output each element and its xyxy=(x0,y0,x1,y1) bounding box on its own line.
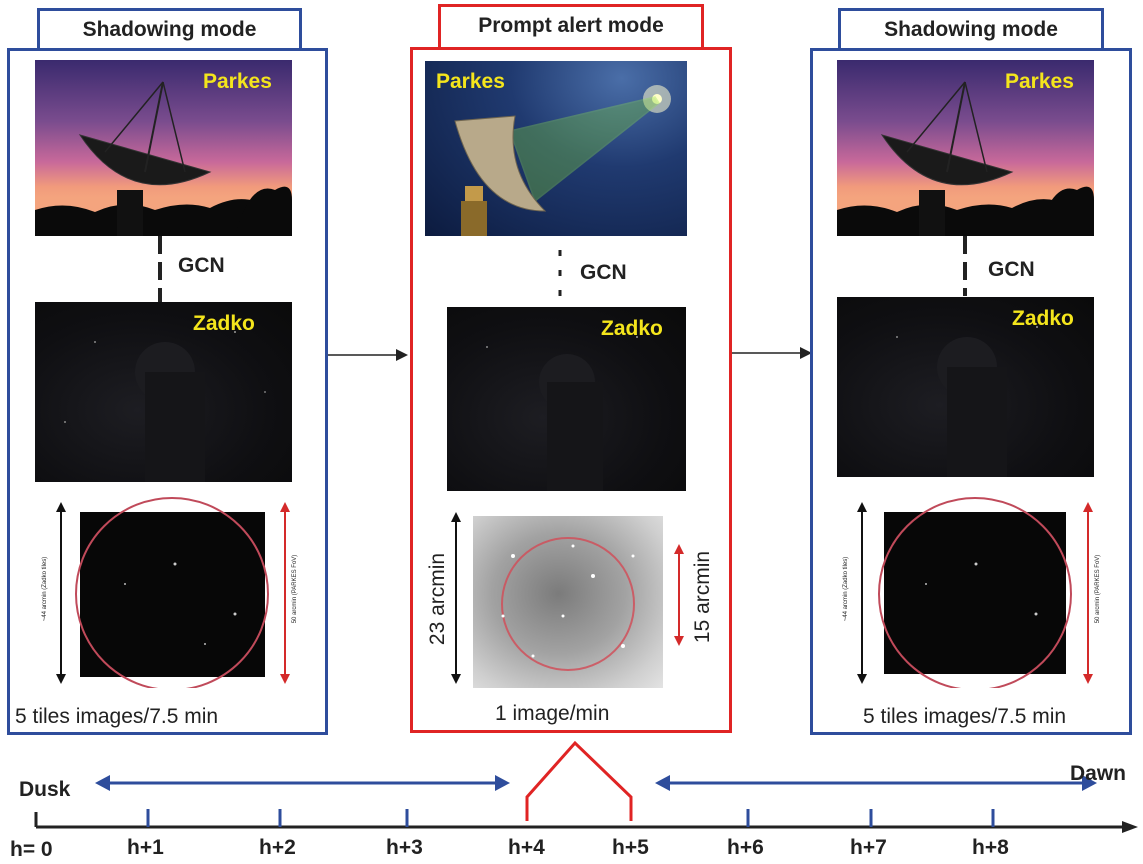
right-mode-tab: Shadowing mode xyxy=(838,8,1104,50)
middle-mode-panel xyxy=(410,47,732,733)
timeline-tick-label: h+8 xyxy=(972,836,1009,859)
timeline-tick-label: h+2 xyxy=(259,836,296,859)
right-star-field xyxy=(884,512,1066,674)
left-mode-tab: Shadowing mode xyxy=(37,8,302,50)
left-fov-left-label: ~44 arcmin (Zadko tiles) xyxy=(42,556,48,622)
middle-fov-image xyxy=(473,516,663,688)
timeline-tick-label: h+7 xyxy=(850,836,887,859)
optical-telescope-icon xyxy=(486,336,638,491)
middle-fov-right-label: 15 arcmin xyxy=(691,550,714,644)
middle-parkes-label: Parkes xyxy=(436,70,505,93)
timeline-tick-label: h+4 xyxy=(508,836,545,859)
timeline-graphic xyxy=(34,740,1138,833)
left-star-field xyxy=(80,512,265,677)
timeline-tick-label: h+6 xyxy=(727,836,764,859)
optical-telescope-icon xyxy=(64,331,266,482)
right-parkes-label: Parkes xyxy=(1005,70,1074,93)
middle-gcn-label: GCN xyxy=(580,261,627,284)
radio-telescope-dish-icon xyxy=(35,81,292,236)
right-fov-right-label: 50 arcmin (PARKES FoV) xyxy=(1095,554,1101,624)
radio-telescope-beam-icon xyxy=(454,85,671,236)
left-parkes-label: Parkes xyxy=(203,70,272,93)
left-zadko-label: Zadko xyxy=(193,312,255,335)
timeline-start-label: Dusk xyxy=(19,778,71,801)
timeline-tick-label: h+5 xyxy=(612,836,649,859)
left-gcn-label: GCN xyxy=(178,254,225,277)
middle-zadko-label: Zadko xyxy=(601,317,663,340)
right-gcn-label: GCN xyxy=(988,258,1035,281)
left-gcn-link xyxy=(158,236,162,302)
middle-caption: 1 image/min xyxy=(495,702,610,725)
right-fov-left-label: ~44 arcmin (Zadko tiles) xyxy=(843,556,849,622)
left-fov-figure: ~44 arcmin (Zadko tiles) 50 arcmin (PARK… xyxy=(35,494,307,688)
timeline-end-label: Dawn xyxy=(1070,762,1127,785)
right-mode-panel xyxy=(810,48,1132,735)
left-zadko-image xyxy=(35,302,292,482)
left-parkes-image xyxy=(35,60,292,236)
right-parkes-image xyxy=(837,60,1094,236)
middle-mode-tab: Prompt alert mode xyxy=(438,4,704,49)
middle-gcn-link xyxy=(558,250,562,306)
radio-telescope-dish-icon xyxy=(837,81,1094,236)
arrow-to-alert-mode xyxy=(328,349,408,361)
middle-fov-right-arrow xyxy=(674,544,684,646)
left-caption: 5 tiles images/7.5 min xyxy=(15,705,219,728)
middle-zadko-image xyxy=(447,307,686,491)
optical-telescope-icon xyxy=(896,326,1038,477)
middle-parkes-image xyxy=(425,61,687,236)
left-fov-right-label: 50 arcmin (PARKES FoV) xyxy=(292,554,298,624)
right-zadko-image xyxy=(837,297,1094,477)
right-caption: 5 tiles images/7.5 min xyxy=(863,705,1067,728)
timeline-tick-label: h= 0 xyxy=(10,838,53,861)
left-mode-panel xyxy=(7,48,328,735)
timeline-tick-label: h+1 xyxy=(127,836,164,859)
right-fov-figure: ~44 arcmin (Zadko tiles) 50 arcmin (PARK… xyxy=(836,494,1108,688)
timeline-tick-label: h+3 xyxy=(386,836,423,859)
right-gcn-link xyxy=(963,236,967,296)
arrow-to-shadow-mode xyxy=(732,347,812,359)
middle-fov-left-arrow xyxy=(451,512,461,684)
right-zadko-label: Zadko xyxy=(1012,307,1074,330)
middle-fov-left-label: 23 arcmin xyxy=(426,552,449,646)
